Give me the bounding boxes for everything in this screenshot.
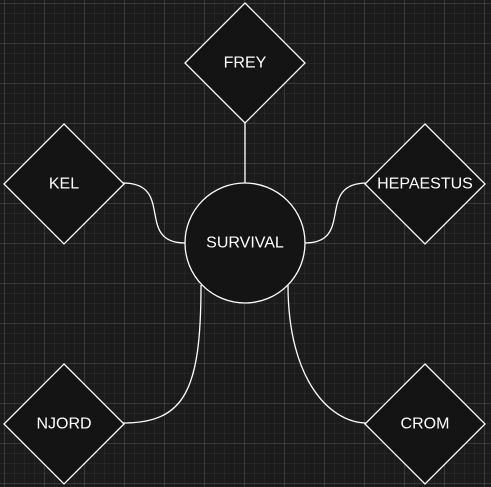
center-node-label: SURVIVAL: [206, 235, 284, 252]
node-njord: NJORD: [3, 363, 125, 485]
node-hepaestus: HEPAESTUS: [364, 123, 486, 245]
edge-kel: [122, 182, 186, 244]
node-njord-label: NJORD: [36, 416, 91, 433]
edge-njord: [122, 284, 202, 424]
center-node: SURVIVAL: [184, 182, 306, 304]
node-crom-label: CROM: [401, 416, 450, 433]
node-crom: CROM: [364, 363, 486, 485]
node-njord-diamond: [3, 363, 125, 485]
node-kel-diamond: [3, 123, 125, 245]
node-hepaestus-diamond: [364, 123, 486, 245]
edge-hepaestus: [304, 182, 368, 244]
node-frey-diamond: [184, 2, 306, 124]
node-hepaestus-label: HEPAESTUS: [377, 176, 473, 193]
connectors: [122, 123, 368, 424]
node-crom-diamond: [364, 363, 486, 485]
center-node-circle: [184, 182, 306, 304]
node-frey: FREY: [184, 2, 306, 124]
node-frey-label: FREY: [224, 55, 267, 72]
edge-crom: [287, 284, 368, 424]
node-kel: KEL: [3, 123, 125, 245]
node-kel-label: KEL: [49, 176, 79, 193]
